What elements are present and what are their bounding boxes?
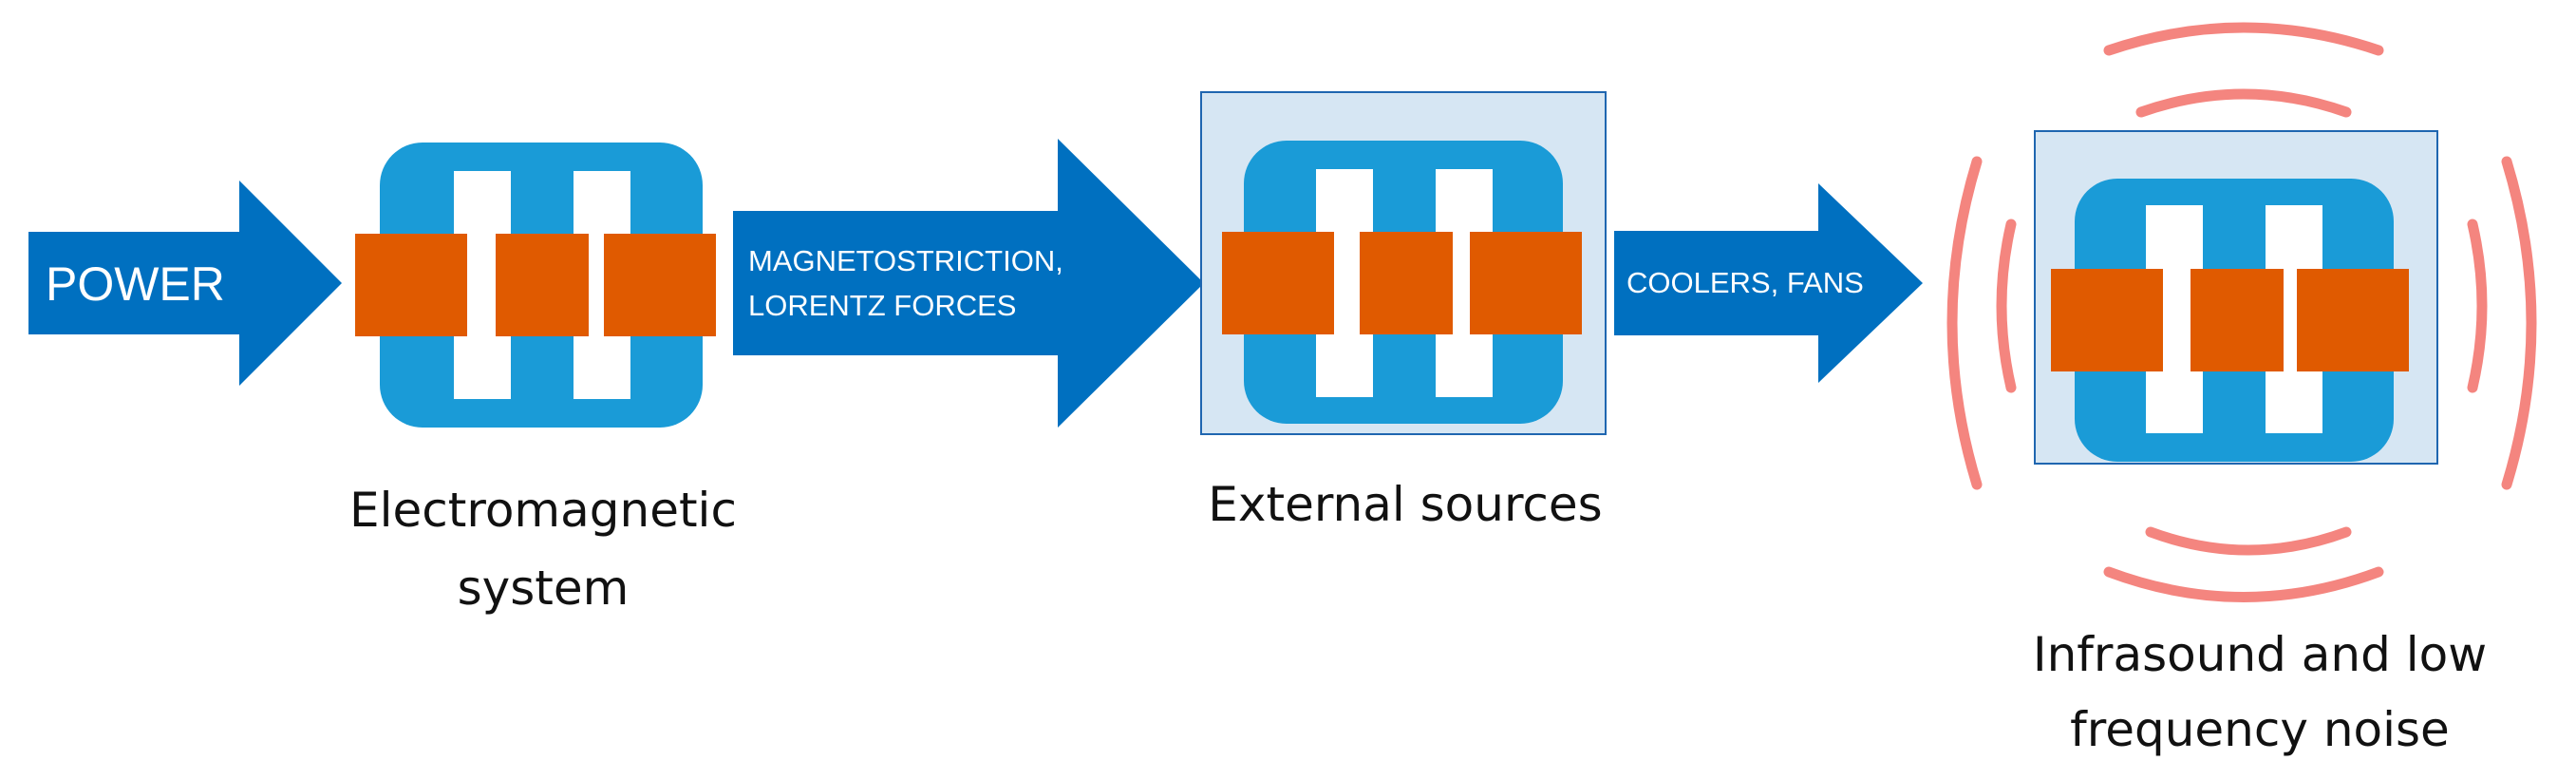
sound-waves bbox=[1946, 22, 2537, 602]
transformer-external bbox=[1200, 91, 1607, 435]
sound-wave-left-inner bbox=[1996, 219, 2017, 393]
coil-middle bbox=[496, 234, 589, 336]
transformer-noise bbox=[2034, 130, 2438, 465]
coil-right bbox=[2297, 269, 2409, 371]
coil-left bbox=[355, 234, 467, 336]
power-arrow-shape bbox=[28, 181, 342, 386]
coolers-arrow: COOLERS, FANS bbox=[1614, 183, 1923, 383]
power-arrow: POWER bbox=[28, 181, 342, 386]
caption-external-sources: External sources bbox=[1208, 477, 1602, 532]
coil-middle bbox=[2191, 269, 2284, 371]
caption-electromagnetic-line2: system bbox=[458, 561, 630, 616]
magnetostriction-label-line1: MAGNETOSTRICTION, bbox=[748, 244, 1063, 277]
sound-wave-bottom-outer bbox=[2103, 566, 2384, 602]
coil-left bbox=[1222, 232, 1334, 334]
coil-left bbox=[2051, 269, 2163, 371]
sound-wave-right-outer bbox=[2501, 156, 2537, 490]
sound-wave-bottom-inner bbox=[2145, 526, 2352, 556]
coil-right bbox=[604, 234, 716, 336]
coil-middle bbox=[1360, 232, 1453, 334]
caption-noise-line1: Infrasound and low bbox=[2033, 627, 2487, 682]
sound-wave-right-inner bbox=[2467, 219, 2488, 393]
coolers-label: COOLERS, FANS bbox=[1626, 266, 1864, 299]
caption-noise-line2: frequency noise bbox=[2070, 702, 2450, 757]
sound-wave-top-inner bbox=[2135, 88, 2352, 118]
caption-electromagnetic-line1: Electromagnetic bbox=[349, 483, 737, 538]
magnetostriction-arrow-shape bbox=[733, 139, 1204, 428]
power-label: POWER bbox=[46, 257, 225, 311]
sound-wave-left-outer bbox=[1946, 156, 1983, 490]
magnetostriction-arrow: MAGNETOSTRICTION, LORENTZ FORCES bbox=[733, 139, 1204, 428]
magnetostriction-label-line2: LORENTZ FORCES bbox=[748, 289, 1016, 322]
sound-wave-top-outer bbox=[2103, 22, 2384, 56]
coolers-arrow-shape bbox=[1614, 183, 1923, 383]
coil-right bbox=[1470, 232, 1582, 334]
transformer-electromagnetic bbox=[355, 143, 716, 428]
